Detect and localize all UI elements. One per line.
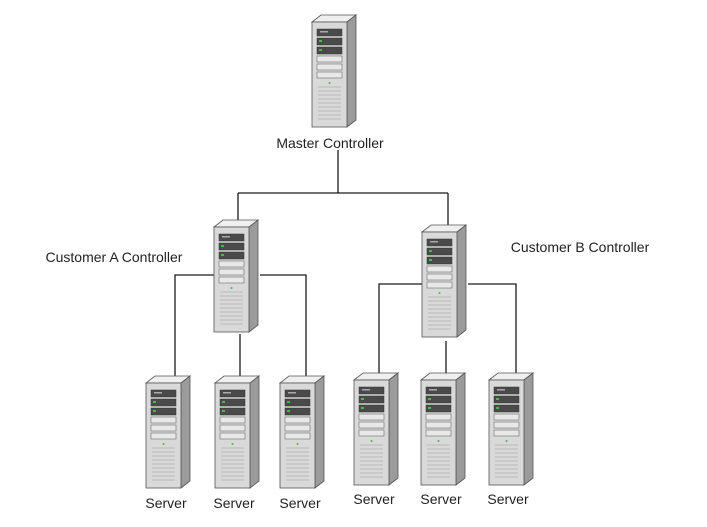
server-label: Server bbox=[279, 495, 321, 511]
server-label: Server bbox=[353, 491, 395, 507]
server-label: Server bbox=[420, 491, 462, 507]
server-tower-icon bbox=[421, 224, 467, 338]
master-controller-label: Master Controller bbox=[276, 135, 384, 151]
server-tower-icon bbox=[279, 375, 325, 489]
edge-customer-b-to-server-3 bbox=[468, 283, 517, 376]
edge-customer-a-to-server-3 bbox=[260, 274, 307, 380]
server-tower-icon bbox=[145, 375, 191, 489]
edge-customer-a-to-server-1 bbox=[174, 274, 216, 380]
server-tower-icon bbox=[213, 219, 259, 333]
customer-b-controller-label: Customer B Controller bbox=[511, 239, 650, 255]
server-tower-icon bbox=[311, 14, 357, 128]
customer-a-controller-label: Customer A Controller bbox=[46, 249, 183, 265]
server-label: Server bbox=[213, 495, 255, 511]
server-label: Server bbox=[487, 491, 529, 507]
server-tower-icon bbox=[488, 372, 534, 486]
connectors bbox=[174, 150, 517, 380]
server-label: Server bbox=[145, 495, 187, 511]
edge-customer-b-to-server-1 bbox=[378, 283, 424, 376]
server-tower-icon bbox=[353, 372, 399, 486]
server-tower-icon bbox=[420, 372, 466, 486]
server-tower-icon bbox=[214, 375, 260, 489]
